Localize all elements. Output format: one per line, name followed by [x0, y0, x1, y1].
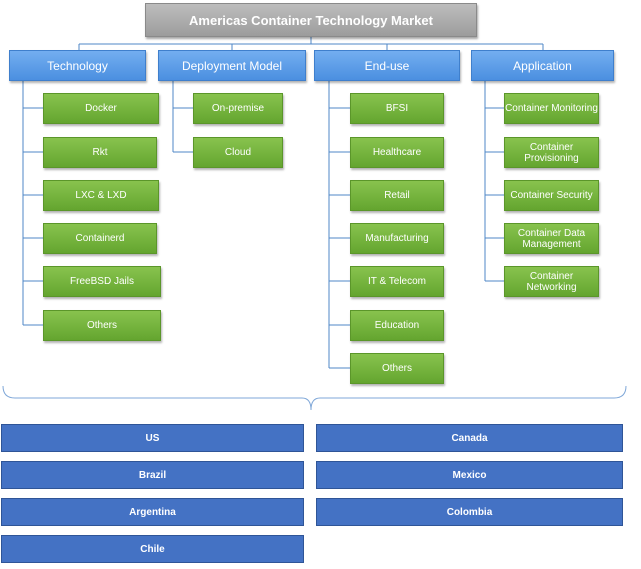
leaf-lxc-lxd: LXC & LXD — [43, 180, 159, 211]
category-deployment-model: Deployment Model — [158, 50, 306, 81]
leaf-docker: Docker — [43, 93, 159, 124]
leaf-container-data-management: Container Data Management — [504, 223, 599, 254]
region-mexico: Mexico — [316, 461, 623, 489]
leaf-healthcare: Healthcare — [350, 137, 444, 168]
category-application: Application — [471, 50, 614, 81]
leaf-container-provisioning: Container Provisioning — [504, 137, 599, 168]
category-technology: Technology — [9, 50, 146, 81]
leaf-retail: Retail — [350, 180, 444, 211]
leaf-manufacturing: Manufacturing — [350, 223, 444, 254]
leaf-others-technology: Others — [43, 310, 161, 341]
leaf-it-telecom: IT & Telecom — [350, 266, 444, 297]
region-colombia: Colombia — [316, 498, 623, 526]
category-end-use: End-use — [314, 50, 460, 81]
bracket — [2, 385, 627, 411]
leaf-containerd: Containerd — [43, 223, 157, 254]
leaf-rkt: Rkt — [43, 137, 157, 168]
leaf-bfsi: BFSI — [350, 93, 444, 124]
leaf-container-security: Container Security — [504, 180, 599, 211]
region-us: US — [1, 424, 304, 452]
region-brazil: Brazil — [1, 461, 304, 489]
leaf-cloud: Cloud — [193, 137, 283, 168]
market-title: Americas Container Technology Market — [145, 3, 477, 37]
region-argentina: Argentina — [1, 498, 304, 526]
leaf-container-networking: Container Networking — [504, 266, 599, 297]
leaf-on-premise: On-premise — [193, 93, 283, 124]
region-chile: Chile — [1, 535, 304, 563]
region-canada: Canada — [316, 424, 623, 452]
leaf-others-end-use: Others — [350, 353, 444, 384]
leaf-container-monitoring: Container Monitoring — [504, 93, 599, 124]
leaf-education: Education — [350, 310, 444, 341]
leaf-freebsd-jails: FreeBSD Jails — [43, 266, 161, 297]
